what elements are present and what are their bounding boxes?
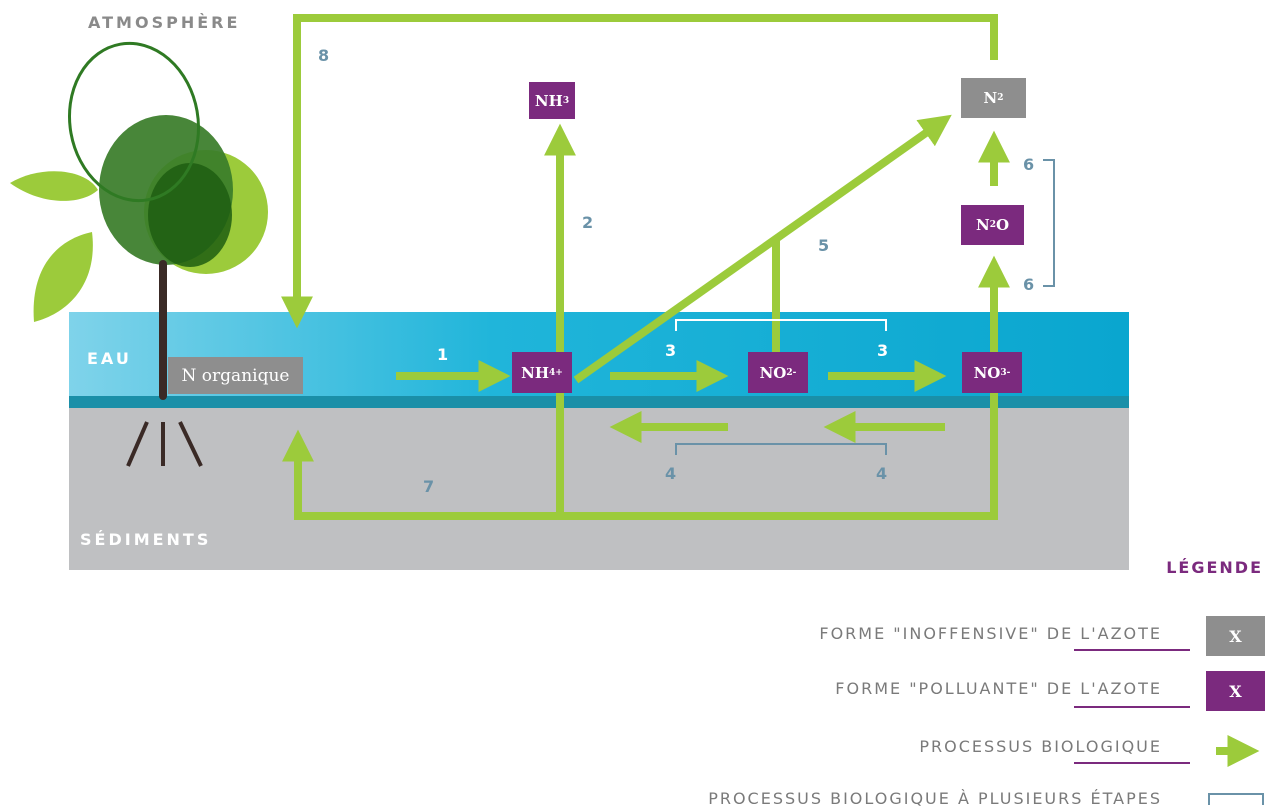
n-organic-box: N organique [168,357,303,394]
water-label: EAU [87,349,132,368]
process-5-number: 5 [818,236,830,255]
atmosphere-label: ATMOSPHÈRE [88,13,241,32]
process-3-number-right: 3 [877,341,889,360]
process-4-number-left: 4 [665,464,677,483]
process-5-arrow [573,114,952,384]
process-7-arrow [282,390,998,520]
bracket-4 [675,443,887,455]
process-6-number-top: 6 [1023,155,1035,174]
process-2-number: 2 [582,213,594,232]
plant-leaf [33,232,93,322]
plant-outline [67,41,201,203]
plant-icon [10,41,268,467]
process-4-number-right: 4 [876,464,888,483]
process-8-number: 8 [318,46,330,65]
plant-foliage [148,163,232,267]
process-7-number: 7 [423,477,435,496]
plant-leaf [10,171,98,201]
sediment-zone [69,408,1129,570]
process-6-number-bottom: 6 [1023,275,1035,294]
plant-root [126,421,149,467]
legend-underline [1074,762,1190,764]
legend-label-process: PROCESSUS BIOLOGIQUE [919,737,1162,756]
legend-harmless-swatch: X [1206,616,1265,656]
bracket-3 [675,319,887,331]
water-sediment-interface [69,396,1129,408]
legend-underline [1074,706,1190,708]
legend-pollutant-swatch: X [1206,671,1265,711]
process-1-number: 1 [437,345,449,364]
sediments-label: SÉDIMENTS [80,530,212,549]
legend-underline [1074,649,1190,651]
legend-label-multistep: PROCESSUS BIOLOGIQUE À PLUSIEURS ÉTAPES [708,789,1162,808]
plant-root [178,421,203,467]
legend-title: LÉGENDE [1166,558,1263,577]
process-3-number-left: 3 [665,341,677,360]
bracket-6 [1043,159,1055,287]
legend-label-harmless: FORME "INOFFENSIVE" DE L'AZOTE [819,624,1162,643]
process-8-arrow [281,14,998,329]
legend-label-pollutant: FORME "POLLUANTE" DE L'AZOTE [835,679,1162,698]
legend-bracket-icon [1208,793,1264,805]
